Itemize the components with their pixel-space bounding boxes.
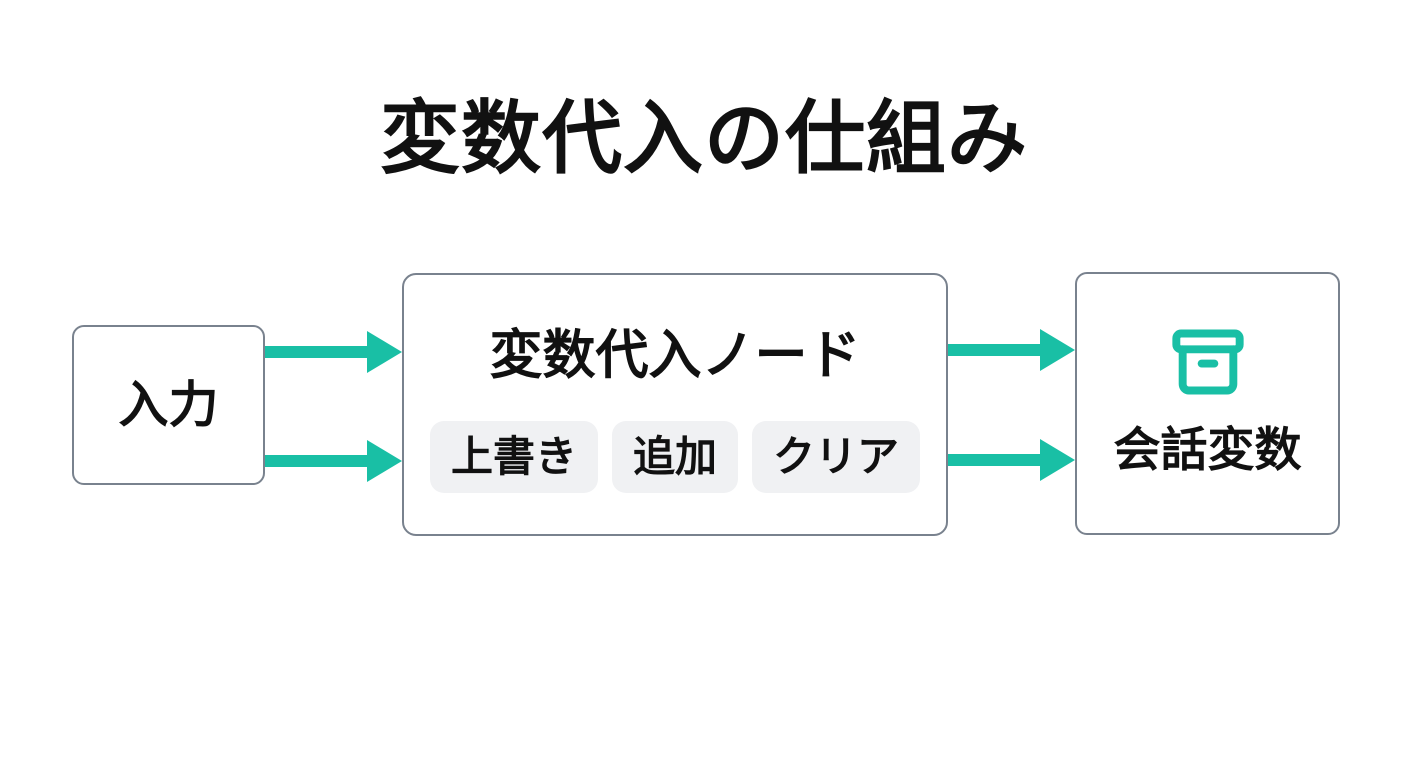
- operation-tags: 上書き 追加 クリア: [429, 421, 921, 494]
- node-variable-assigner: 変数代入ノード 上書き 追加 クリア: [402, 273, 948, 536]
- arrow-input-to-node-bottom: [265, 439, 402, 483]
- node-conversation-variables-label: 会話変数: [1113, 423, 1302, 476]
- page-title: 変数代入の仕組み: [380, 94, 1028, 183]
- arrow-input-to-node-top: [265, 330, 402, 374]
- archive-box-icon: [1167, 324, 1249, 400]
- tag-overwrite: 上書き: [429, 421, 598, 494]
- node-conversation-variables: 会話変数: [1075, 272, 1340, 535]
- node-input-label: 入力: [118, 377, 219, 433]
- node-input: 入力: [72, 325, 265, 485]
- tag-clear: クリア: [752, 421, 921, 494]
- node-variable-assigner-label: 変数代入ノード: [489, 326, 861, 385]
- arrow-node-to-store-top: [948, 328, 1075, 372]
- arrow-node-to-store-bottom: [948, 438, 1075, 482]
- tag-append: 追加: [611, 421, 738, 494]
